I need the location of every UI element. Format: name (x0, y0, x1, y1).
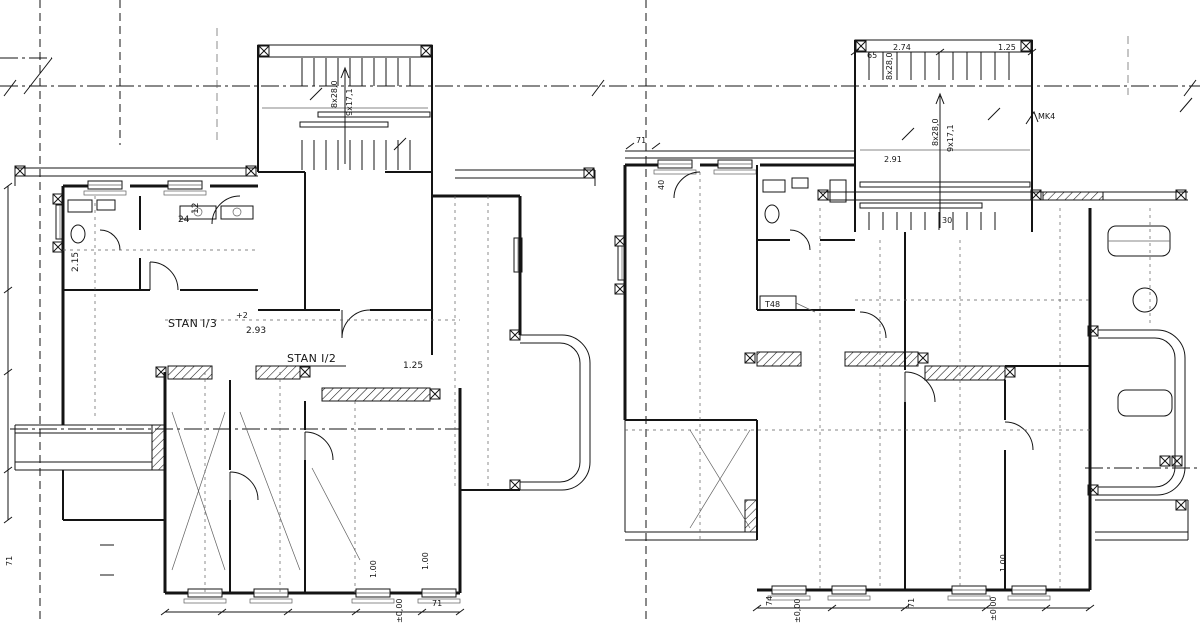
corridor-left-plan (258, 172, 433, 355)
balcony-curved-right-plan (1087, 325, 1186, 496)
axis-break-mark (3, 79, 17, 97)
fixture-shower (829, 179, 847, 203)
axis-break-left (23, 57, 53, 95)
dim-12: 12 (191, 203, 201, 214)
guide-lines-left (63, 196, 489, 593)
mark-mk4: MK4 (1038, 112, 1055, 121)
tag-t48-text: T48 (764, 300, 780, 309)
dimensions-right-plan: 74 71 1.00 ±0,00 ±0,00 (752, 554, 1095, 623)
fixture-basin (96, 199, 116, 211)
dimensions-left-plan: 1.00 1.00 71 ±0,00 71 (3, 182, 465, 623)
balcony-curved-left-plan (455, 167, 596, 491)
apartment-label-stan-i2: STAN I/2 (287, 352, 336, 365)
dim-125-right: 1.25 (998, 43, 1016, 52)
dim-71-axis: 71 (636, 136, 646, 145)
bath-block-right-plan (756, 165, 887, 339)
door-swing (341, 309, 371, 339)
stairwell-left: 8x28,0 9x17,1 (257, 44, 433, 173)
stair-riser-note: 8x28,0 (330, 80, 339, 108)
stair-riser-note-upper: 8x28,0 (885, 52, 894, 80)
door-swing (149, 261, 179, 291)
dim-274: 2.74 (893, 43, 911, 52)
kitchen-counter (179, 205, 217, 220)
right-floor-plan: 8x28,0 9x17,1 8x28,0 2.91 65 2.74 1.25 M… (614, 39, 1189, 623)
rooms-upper-left (63, 195, 258, 291)
dim-40: 40 (657, 180, 666, 190)
dim-71-left: 71 (5, 556, 14, 566)
stair-tread-note-right: 9x17,1 (946, 124, 955, 152)
level-mark-left: ±0,00 (395, 598, 404, 623)
fixture-basin (791, 177, 809, 189)
axis-break-mid (591, 79, 605, 97)
outer-walls-left-plan (52, 186, 523, 593)
stair-tread-note: 9x17,1 (345, 88, 354, 116)
dim-24: 24 (178, 215, 190, 225)
wing-top-right-plan (614, 150, 855, 420)
door-swing (1004, 421, 1034, 451)
kitchen-counter (220, 205, 254, 220)
party-walls-right-plan (744, 351, 1016, 381)
dim-293: 2.93 (246, 326, 266, 336)
axis-break-right2 (1179, 97, 1193, 113)
rooms-lower-left (165, 380, 461, 604)
table (1132, 287, 1158, 313)
level-mark-right2: ±0,00 (989, 596, 998, 621)
door-swing (304, 431, 334, 461)
element-tag-t48: T48 (759, 295, 816, 313)
fixture-basin (762, 179, 786, 193)
dim-65: 65 (867, 51, 877, 60)
outer-walls-right-plan (757, 189, 1188, 601)
dim-125-left: 1.25 (403, 361, 423, 371)
left-floor-plan: 8x28,0 9x17,1 (3, 44, 596, 623)
level-note-plus2: +2 (236, 311, 248, 320)
furniture-right-plan (1107, 225, 1173, 417)
dim-30: 30 (942, 216, 952, 225)
terrace-left-right-plan (624, 419, 758, 541)
fixture-wc (70, 224, 86, 244)
armchair (1117, 389, 1173, 417)
door-swing (904, 371, 936, 403)
fixture-basin (67, 199, 93, 213)
dim-71-bottom: 71 (432, 599, 442, 608)
door-swing (229, 471, 259, 501)
door-swing (99, 229, 121, 251)
party-walls-left-plan (155, 365, 441, 402)
level-mark-right1: ±0,00 (793, 598, 802, 623)
stair-riser-note-right: 8x28,0 (931, 118, 940, 146)
door-swing (211, 195, 241, 225)
stairwell-right: 8x28,0 9x17,1 8x28,0 2.91 65 2.74 1.25 (850, 39, 1037, 232)
axis-break-right (1183, 79, 1197, 97)
dim-71-right: 71 (907, 598, 916, 608)
door-swing (673, 171, 701, 199)
terrace-bottom-right (1095, 499, 1189, 541)
fixture-wc (764, 204, 780, 224)
dim-100b: 1.00 (421, 552, 430, 570)
dim-100: 1.00 (369, 560, 378, 578)
door-swing (859, 311, 887, 339)
wing-top-left (14, 165, 258, 196)
door-swing (789, 229, 811, 251)
guide-lines-right (625, 172, 1151, 590)
dim-215: 2.15 (71, 252, 81, 272)
check-arrow (1025, 110, 1039, 125)
dim-74: 74 (765, 596, 774, 606)
apartment-label-stan-i3: STAN I/3 (168, 317, 217, 330)
dim-291: 2.91 (884, 155, 902, 164)
dim-100-right: 1.00 (999, 554, 1008, 572)
terrace-left (14, 424, 165, 471)
